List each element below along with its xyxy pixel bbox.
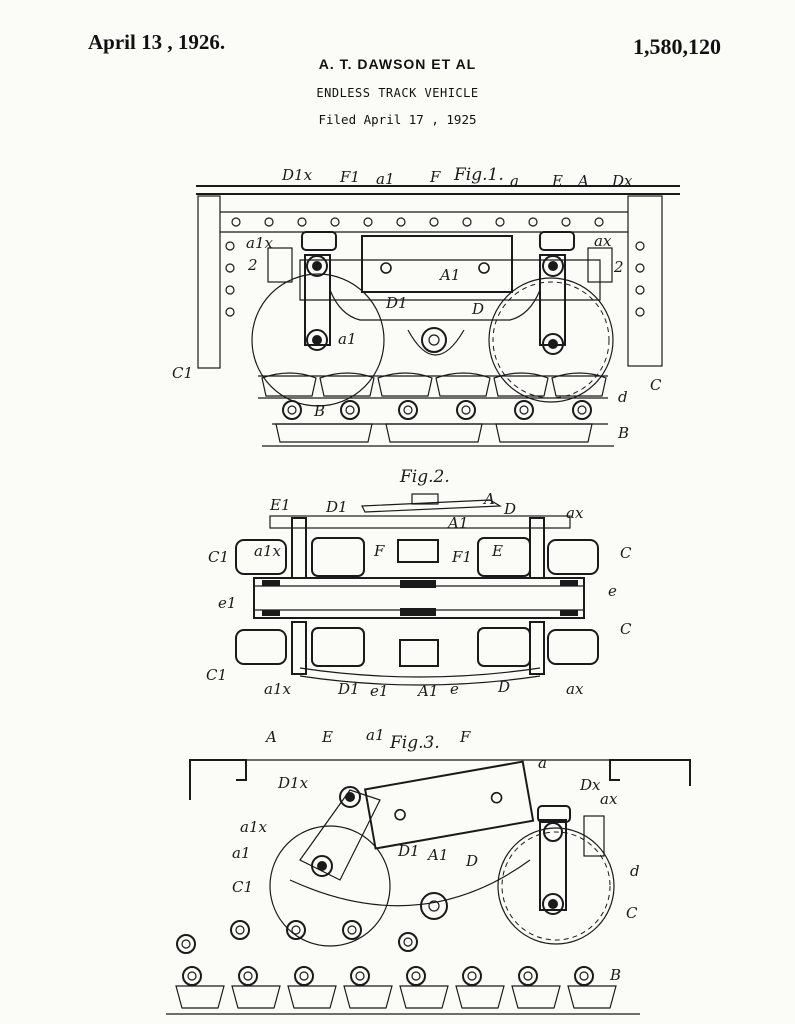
fig2-label: a1x (254, 542, 281, 560)
fig2-label: D1 (337, 680, 360, 698)
fig1-caption: Fig.1. (453, 165, 504, 185)
fig2-label: F1 (451, 548, 472, 566)
fig3-label: A1 (426, 846, 448, 864)
fig1-label: 2 (247, 256, 258, 274)
fig3-label: B (609, 966, 621, 984)
fig3-label: E (321, 728, 333, 746)
fig3-label: F (459, 728, 471, 746)
fig1-label: E (551, 172, 563, 190)
fig1-label: D1x (281, 166, 313, 184)
fig1-label: ax (594, 232, 612, 250)
fig2-label: ax (566, 680, 584, 698)
fig1-label: F (429, 168, 441, 186)
fig1-label: D1 (385, 294, 408, 312)
fig1-label: A1 (438, 266, 460, 284)
fig2-label: F (373, 542, 385, 560)
fig2-label: E1 (269, 496, 291, 514)
fig2-label: e (450, 680, 459, 698)
fig2-label: e1 (370, 682, 388, 700)
fig3-label: a1x (240, 818, 267, 836)
fig1-label: Dx (611, 172, 633, 190)
fig3-label: C1 (232, 878, 253, 896)
fig2-label: E (491, 542, 503, 560)
fig1-label: A (576, 172, 589, 190)
fig3-label: A (264, 728, 277, 746)
fig3-label: d (630, 862, 640, 880)
patent-date: April 13 , 1926. (88, 30, 226, 54)
fig3-label: C (626, 904, 638, 922)
fig2-label: D1 (325, 498, 348, 516)
fig2-label: A1 (446, 514, 468, 532)
fig2-label: C1 (206, 666, 227, 684)
fig2-caption: Fig.2. (399, 467, 450, 487)
fig3-label: a (538, 754, 547, 772)
fig1-label: C (650, 376, 662, 394)
filed-date: Filed April 17 , 1925 (318, 112, 477, 127)
fig3-caption: Fig.3. (389, 733, 440, 753)
fig3-label: D1 (397, 842, 420, 860)
fig1-label: a1 (376, 170, 395, 188)
fig3-label: a1 (366, 726, 385, 744)
fig3-label: D1x (277, 774, 309, 792)
patent-number: 1,580,120 (633, 34, 721, 59)
fig1-label: 2 (613, 258, 624, 276)
fig2-label: C (620, 544, 632, 562)
fig1-label: C1 (172, 364, 193, 382)
fig2-label: a1x (264, 680, 291, 698)
fig1-label: F1 (339, 168, 360, 186)
fig1-label: B (617, 424, 629, 442)
inventor-line: A. T. DAWSON ET AL (318, 56, 477, 72)
fig1-label: a1 (338, 330, 357, 348)
fig3-label: ax (600, 790, 618, 808)
fig2-label: ax (566, 504, 584, 522)
fig3-label: a1 (232, 844, 251, 862)
fig2-label: e1 (218, 594, 236, 612)
fig1-label: d (618, 388, 628, 406)
fig1-label: D (471, 300, 484, 318)
fig2-label: C (620, 620, 632, 638)
fig1-label: a (510, 172, 519, 190)
fig1-label: a1x (246, 234, 273, 252)
fig2-label: e (608, 582, 617, 600)
fig2-label: D (503, 500, 516, 518)
fig2-label: C1 (208, 548, 229, 566)
fig2-label: A1 (416, 682, 438, 700)
fig2-label: D (497, 678, 510, 696)
patent-title: ENDLESS TRACK VEHICLE (316, 86, 479, 100)
fig3-label: Dx (579, 776, 601, 794)
fig1-label: B (313, 402, 325, 420)
fig2-label: A (482, 490, 495, 508)
fig3-label: D (465, 852, 478, 870)
